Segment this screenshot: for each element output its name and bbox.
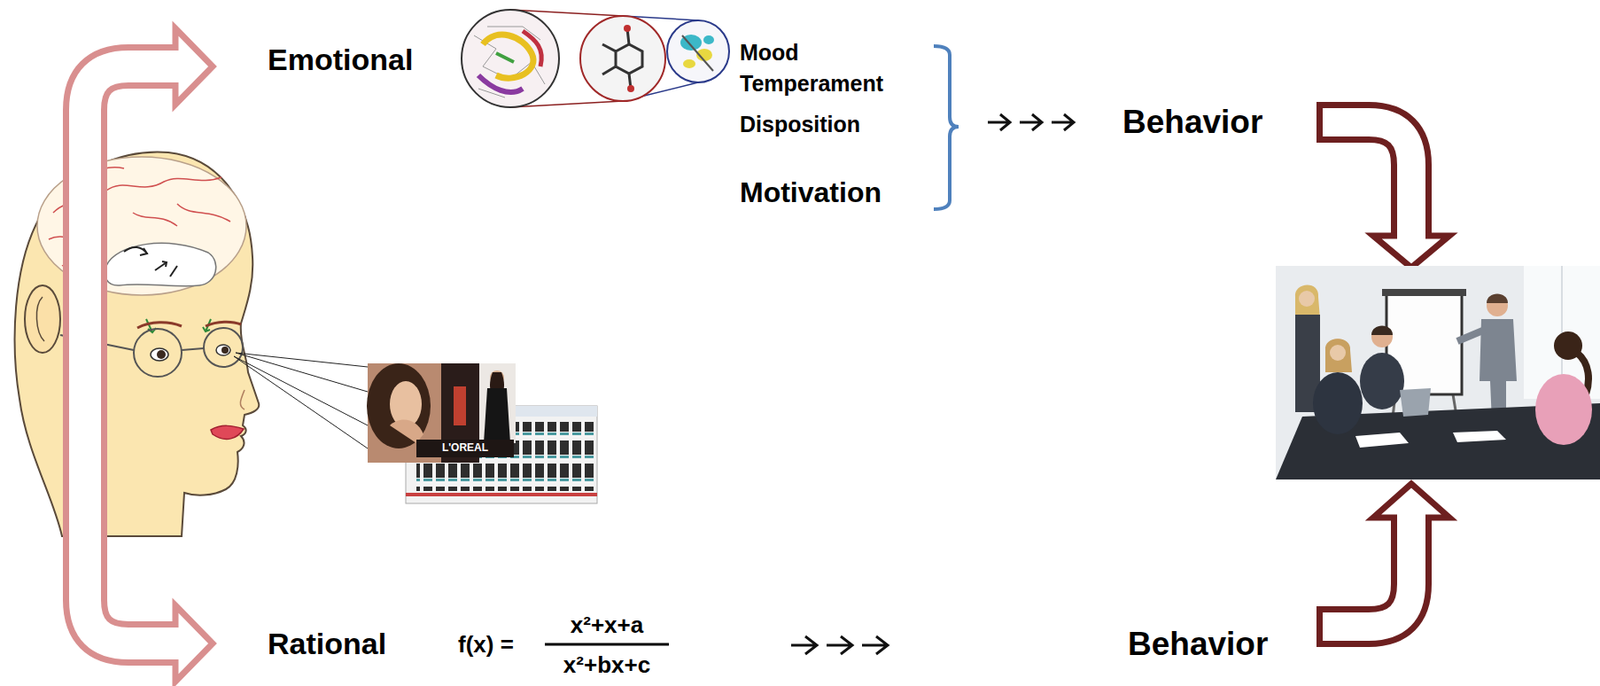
fraction-bar [544, 643, 669, 646]
bend-arrow [1322, 512, 1412, 627]
head-illustration [155, 261, 167, 271]
head-illustration [139, 248, 148, 256]
head-illustration [181, 348, 204, 350]
head-illustration [221, 346, 229, 354]
advert-picture [479, 363, 516, 443]
advert-picture [366, 363, 516, 463]
meeting-photo [1486, 294, 1508, 304]
formula-numerator: x²+x+a [570, 612, 644, 638]
head-illustration [240, 389, 245, 410]
molecule-illustration [496, 53, 514, 63]
molecule-illustration [473, 26, 545, 98]
molecule-illustration [667, 20, 730, 83]
trait-label: Disposition [739, 112, 861, 138]
head-illustration [203, 327, 243, 367]
head-illustration [177, 203, 231, 222]
meeting-photo [1329, 344, 1346, 361]
head-illustration [205, 321, 241, 327]
formula-denominator: x²+bx+c [563, 652, 651, 678]
meeting-photo [1457, 329, 1485, 342]
meeting-photo [1312, 372, 1363, 435]
meeting-photo [1275, 265, 1600, 480]
molecule-illustration [623, 24, 631, 32]
bend-arrow [1322, 122, 1412, 242]
molecule-illustration [683, 59, 696, 69]
meeting-photo [1371, 326, 1393, 336]
molecule-illustration [602, 28, 643, 89]
molecule-illustration [580, 15, 666, 101]
advert-picture [416, 439, 514, 458]
meeting-photo [1399, 388, 1431, 417]
advert-picture [453, 386, 467, 426]
arrow-symbol [826, 636, 853, 654]
outcome-label: Behavior [1122, 104, 1263, 141]
meeting-photo [1535, 373, 1593, 445]
meeting-photo [1298, 290, 1315, 307]
molecule-illustration [703, 35, 715, 45]
meeting-photo [1355, 432, 1409, 448]
brand-text: L'OREAL [442, 442, 489, 454]
molecule-illustration [461, 9, 730, 108]
molecule-illustration [478, 75, 523, 93]
arrow-symbol [791, 636, 817, 654]
head-illustration [24, 285, 61, 353]
meeting-photo [1371, 326, 1393, 348]
branch-arrow [85, 66, 185, 644]
head-illustration [15, 152, 260, 536]
arrow-symbol [987, 114, 1010, 131]
head-illustration [150, 348, 169, 361]
advert-picture [483, 388, 511, 443]
head-illustration [15, 152, 260, 536]
meeting-photo [1325, 338, 1352, 373]
meeting-photo [1359, 352, 1405, 410]
head-illustration [156, 349, 166, 359]
sight-line [233, 356, 368, 449]
shelf-picture [405, 492, 598, 497]
outcome-label: Behavior [1127, 626, 1268, 663]
sight-line [233, 352, 368, 449]
branch-arrow [85, 28, 213, 682]
molecule-illustration [482, 34, 534, 78]
arrow-symbol [1051, 114, 1074, 131]
head-illustration [104, 242, 217, 286]
branch-heading: Emotional [267, 43, 413, 77]
trait-label: Mood [739, 40, 800, 66]
head-illustration [216, 344, 231, 356]
curly-bracket [933, 46, 959, 210]
arrow-symbol [1019, 114, 1042, 131]
arrow-symbol [862, 636, 888, 654]
head-illustration [132, 212, 178, 226]
meeting-photo [1295, 284, 1321, 319]
advert-picture [366, 363, 431, 449]
meeting-photo [1275, 265, 1600, 480]
molecule-illustration [682, 35, 714, 71]
formula-text: f(x) = [458, 631, 514, 658]
branch-arrow [85, 66, 183, 644]
sight-line [235, 352, 368, 367]
molecule-illustration [461, 9, 560, 108]
molecule-illustration [522, 31, 542, 67]
sight-line [235, 352, 368, 392]
head-illustration [133, 328, 182, 377]
trait-label: Temperament [739, 71, 884, 97]
branch-heading: Rational [267, 627, 387, 661]
head-illustration [137, 322, 182, 328]
meeting-photo [1452, 430, 1507, 443]
meeting-photo [1382, 288, 1467, 296]
head-illustration [124, 247, 178, 277]
trait-label: Motivation [739, 177, 882, 209]
head-illustration [210, 425, 244, 439]
molecule-illustration [627, 85, 635, 93]
head-illustration [36, 296, 45, 342]
head-illustration [170, 265, 178, 277]
sight-line [233, 356, 368, 426]
